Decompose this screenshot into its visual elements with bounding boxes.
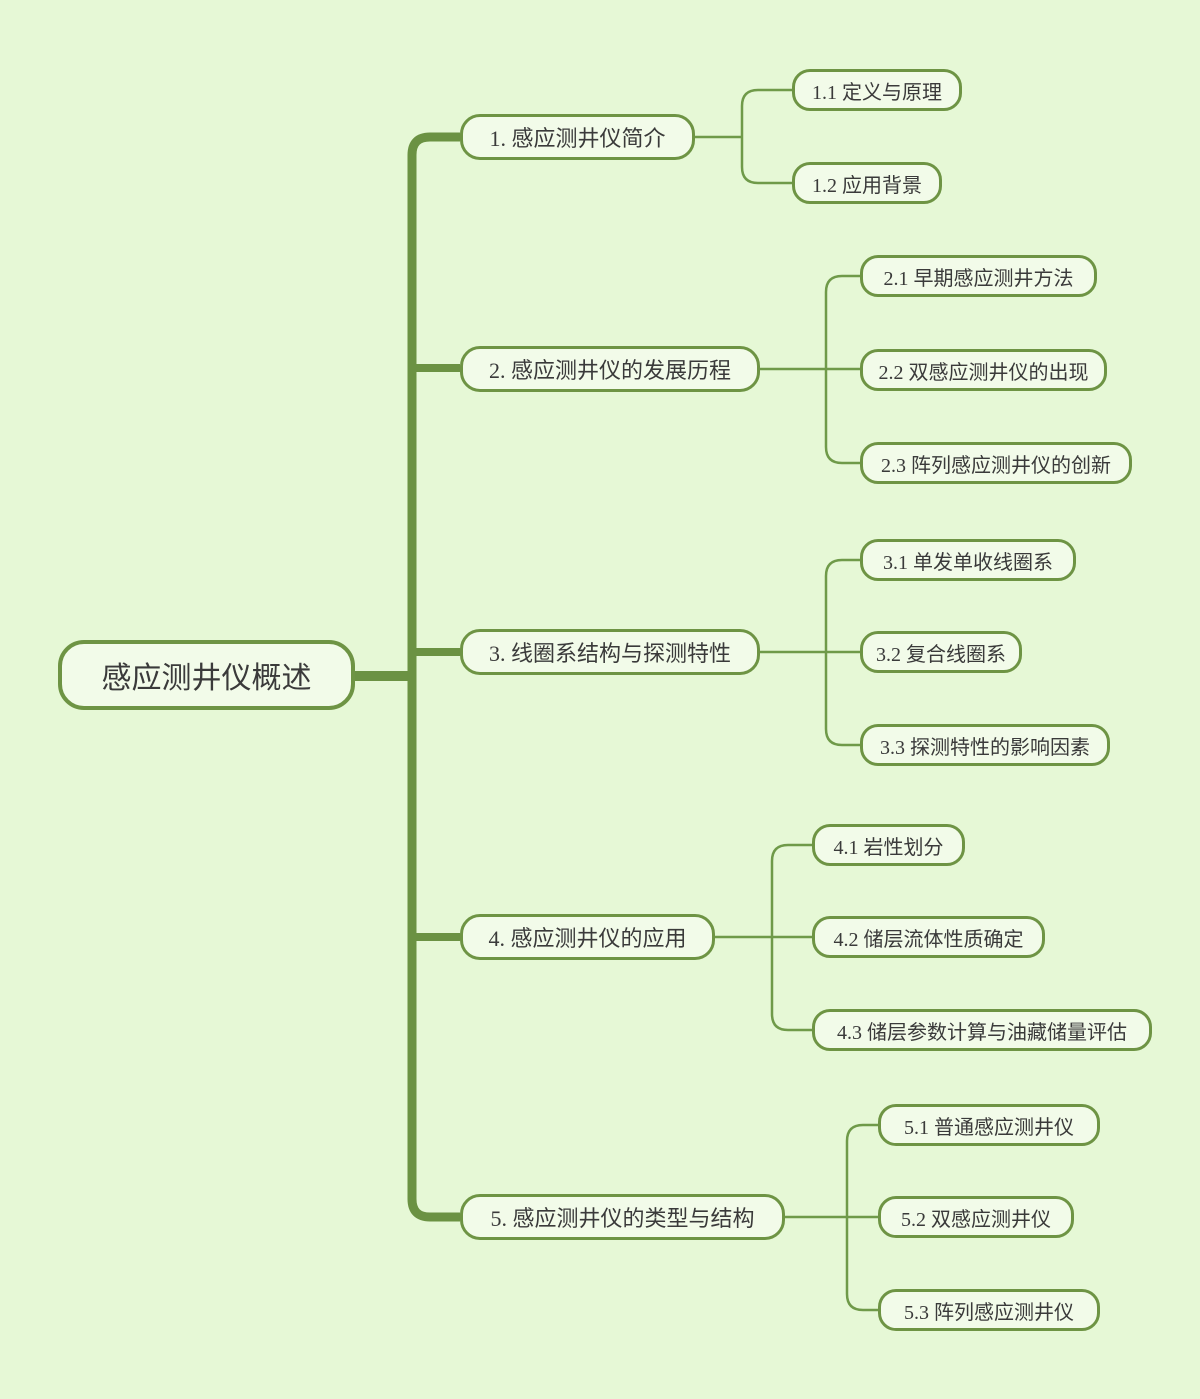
branch-node-5[interactable]: 5. 感应测井仪的类型与结构: [460, 1194, 785, 1240]
branch-node-1[interactable]: 1. 感应测井仪简介: [460, 114, 695, 160]
branch-node-3[interactable]: 3. 线圈系结构与探测特性: [460, 629, 760, 675]
branch-4-child-spine: [770, 843, 812, 1032]
trunk-line: [407, 132, 460, 1222]
child-node-4-3[interactable]: 4.3 储层参数计算与油藏储量评估: [812, 1009, 1152, 1051]
child-node-2-2[interactable]: 2.2 双感应测井仪的出现: [860, 349, 1107, 391]
branch-3-child-spine: [824, 558, 860, 747]
child-node-3-1[interactable]: 3.1 单发单收线圈系: [860, 539, 1076, 581]
root-node[interactable]: 感应测井仪概述: [58, 640, 355, 710]
child-node-5-2[interactable]: 5.2 双感应测井仪: [878, 1196, 1074, 1238]
branch-node-4[interactable]: 4. 感应测井仪的应用: [460, 914, 715, 960]
branch-5-child-spine: [845, 1123, 878, 1312]
branch-2-child-spine: [824, 274, 860, 465]
child-node-5-3[interactable]: 5.3 阵列感应测井仪: [878, 1289, 1100, 1331]
branch-1-child-spine: [740, 88, 792, 185]
branch-node-2[interactable]: 2. 感应测井仪的发展历程: [460, 346, 760, 392]
child-node-1-1[interactable]: 1.1 定义与原理: [792, 69, 962, 111]
child-node-2-1[interactable]: 2.1 早期感应测井方法: [860, 255, 1097, 297]
child-node-4-2[interactable]: 4.2 储层流体性质确定: [812, 916, 1045, 958]
child-node-5-1[interactable]: 5.1 普通感应测井仪: [878, 1104, 1100, 1146]
child-node-2-3[interactable]: 2.3 阵列感应测井仪的创新: [860, 442, 1132, 484]
child-node-3-2[interactable]: 3.2 复合线圈系: [860, 631, 1022, 673]
child-node-3-3[interactable]: 3.3 探测特性的影响因素: [860, 724, 1110, 766]
child-node-1-2[interactable]: 1.2 应用背景: [792, 162, 942, 204]
child-node-4-1[interactable]: 4.1 岩性划分: [812, 824, 965, 866]
